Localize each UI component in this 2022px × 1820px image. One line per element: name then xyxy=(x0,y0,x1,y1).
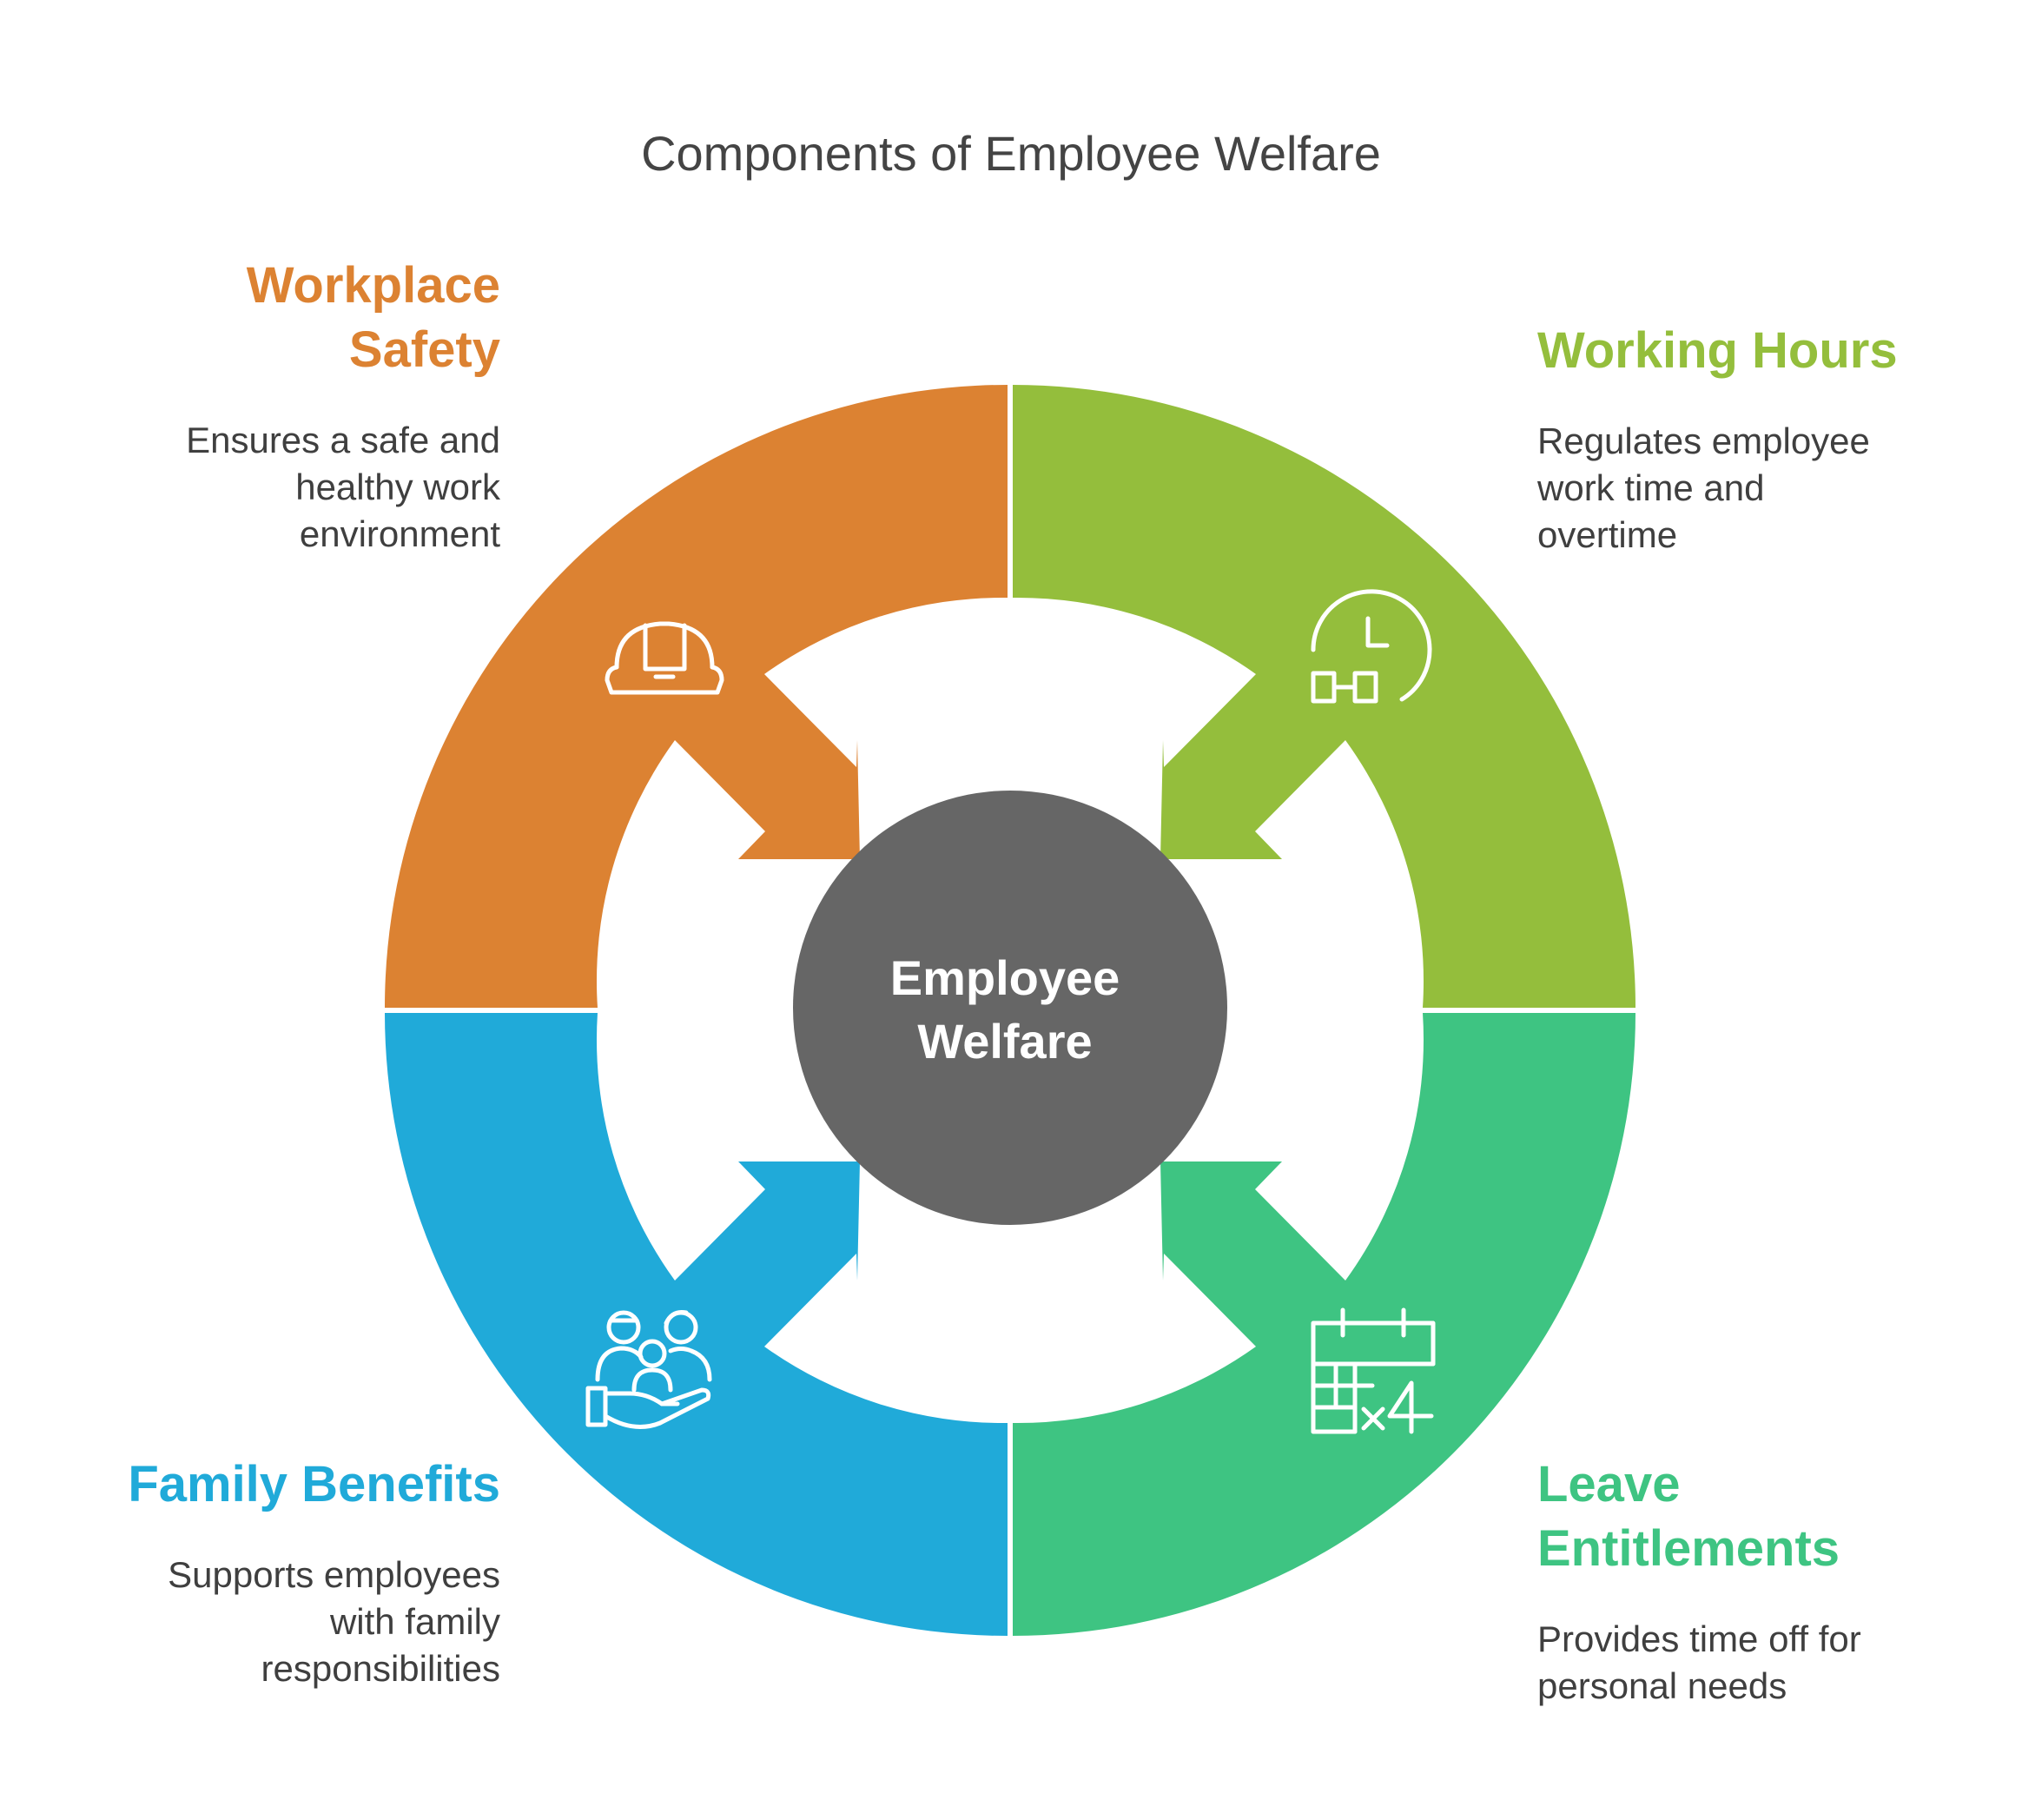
segment-family-benefits: Family Benefits Supports employees with … xyxy=(14,1453,500,1692)
segment-leave-entitlements: Leave Entitlements Provides time off for… xyxy=(1537,1453,2006,1710)
family-benefits-heading: Family Benefits xyxy=(128,1456,500,1512)
workplace-safety-description: Ensures a safe and healthy work environm… xyxy=(186,420,500,554)
diagram-title: Components of Employee Welfare xyxy=(641,126,1381,181)
segment-arc-working-hours xyxy=(1013,385,1635,1008)
leave-entitlements-description: Provides time off for personal needs xyxy=(1537,1618,1861,1706)
segment-workplace-safety: Workplace Safety Ensures a safe and heal… xyxy=(83,254,500,558)
clock-shift-icon xyxy=(1311,589,1432,704)
family-benefits-description: Supports employees with family responsib… xyxy=(168,1554,500,1689)
center-label-line2: Welfare xyxy=(917,1014,1092,1069)
center-circle xyxy=(793,791,1227,1225)
segment-working-hours: Working Hours Regulates employee work ti… xyxy=(1537,319,2006,559)
workplace-safety-heading: Workplace Safety xyxy=(246,257,500,378)
center-label-line1: Employee xyxy=(890,950,1120,1005)
hard-hat-icon xyxy=(605,621,724,695)
working-hours-heading: Working Hours xyxy=(1537,322,1898,379)
calendar-times-four-icon xyxy=(1311,1307,1436,1434)
working-hours-description: Regulates employee work time and overtim… xyxy=(1537,420,1870,555)
leave-entitlements-heading: Leave Entitlements xyxy=(1537,1456,1840,1577)
family-hand-icon xyxy=(585,1310,712,1429)
segment-arc-workplace-safety xyxy=(385,385,1008,1008)
